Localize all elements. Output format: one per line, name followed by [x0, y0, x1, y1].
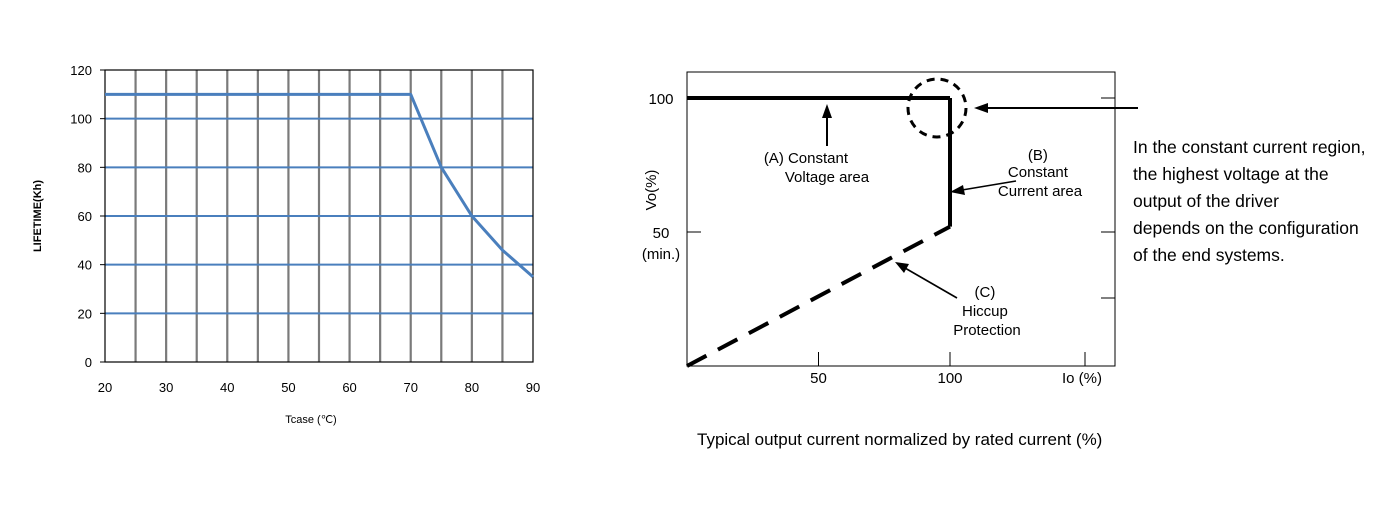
arrow-b [950, 180, 1017, 195]
arrow-c [895, 262, 958, 299]
lifetime-grid [105, 70, 533, 362]
annotation-a-line: Voltage area [785, 169, 870, 186]
lifetime-y-tick-label: 60 [78, 209, 92, 224]
constant-current-note: In the constant current region, the high… [1133, 134, 1398, 269]
lifetime-x-tick-label: 70 [403, 380, 417, 395]
lifetime-x-tick-label: 50 [281, 380, 295, 395]
annotation-a-line: (A) Constant [764, 150, 849, 167]
annotation-a: (A) Constant Voltage area [764, 150, 870, 186]
note-line: the highest voltage at the [1133, 164, 1329, 184]
vi-x-tick-label: 100 [937, 370, 962, 387]
annotation-b-line: (B) [1028, 147, 1048, 164]
annotation-c-line: (C) [975, 284, 996, 301]
lifetime-y-tick-label: 100 [70, 112, 92, 127]
note-line: of the end systems. [1133, 245, 1285, 265]
annotation-c-line: Hiccup [962, 303, 1008, 320]
annotation-c: (C) Hiccup Protection [953, 284, 1021, 339]
note-line: depends on the configuration [1133, 218, 1359, 238]
vi-x-axis-label: Io (%) [1062, 370, 1102, 387]
vi-y-tick-label: 100 [648, 91, 673, 108]
note-line: output of the driver [1133, 191, 1279, 211]
note-line: In the constant current region, [1133, 137, 1366, 157]
lifetime-y-tick-label: 0 [85, 355, 92, 370]
lifetime-y-ticks: 0 20 40 60 80 100 120 [70, 63, 105, 370]
annotation-b: (B) Constant Current area [998, 147, 1083, 200]
arrow-a [822, 104, 832, 146]
highlight-circle [906, 77, 968, 139]
vi-plot-frame [686, 71, 1116, 367]
vi-x-ticks: 50 100 [810, 352, 1086, 387]
vi-x-tick-label: 50 [810, 370, 827, 387]
lifetime-y-tick-label: 120 [70, 63, 92, 78]
lifetime-chart: 0 20 40 60 80 100 120 20 30 40 50 60 70 80 90 LIFETIM… [32, 63, 540, 426]
lifetime-y-tick-label: 80 [78, 160, 92, 175]
lifetime-x-axis-label: Tcase (℃) [285, 414, 336, 426]
annotation-b-line: Constant [1008, 164, 1069, 181]
lifetime-x-tick-label: 90 [526, 380, 540, 395]
lifetime-x-tick-label: 20 [98, 380, 112, 395]
annotation-b-line: Current area [998, 183, 1083, 200]
lifetime-x-tick-label: 30 [159, 380, 173, 395]
lifetime-x-tick-label: 40 [220, 380, 234, 395]
vi-chart-caption: Typical output current normalized by rat… [697, 430, 1103, 449]
hiccup-line [686, 224, 951, 368]
lifetime-y-axis-label: LIFETIME(Kh) [32, 180, 44, 252]
vi-chart: 50 100 100 50 (min.) Vo(%) Io (%) (A) Const… [642, 71, 1138, 387]
arrow-note [974, 103, 1138, 113]
vi-series [686, 96, 952, 368]
lifetime-x-ticks: 20 30 40 50 60 70 80 90 [98, 380, 540, 395]
lifetime-series [105, 92, 534, 278]
vi-y-tick-label: 50 [653, 225, 670, 242]
lifetime-x-tick-label: 80 [465, 380, 479, 395]
lifetime-y-tick-label: 20 [78, 306, 92, 321]
vi-y-axis-label: Vo(%) [643, 170, 660, 211]
lifetime-curve [105, 92, 534, 278]
lifetime-y-tick-label: 40 [78, 258, 92, 273]
vi-y-tick-sublabel: (min.) [642, 246, 680, 263]
vi-y-ticks: 100 50 (min.) [642, 91, 701, 263]
annotation-c-line: Protection [953, 322, 1021, 339]
lifetime-x-tick-label: 60 [342, 380, 356, 395]
